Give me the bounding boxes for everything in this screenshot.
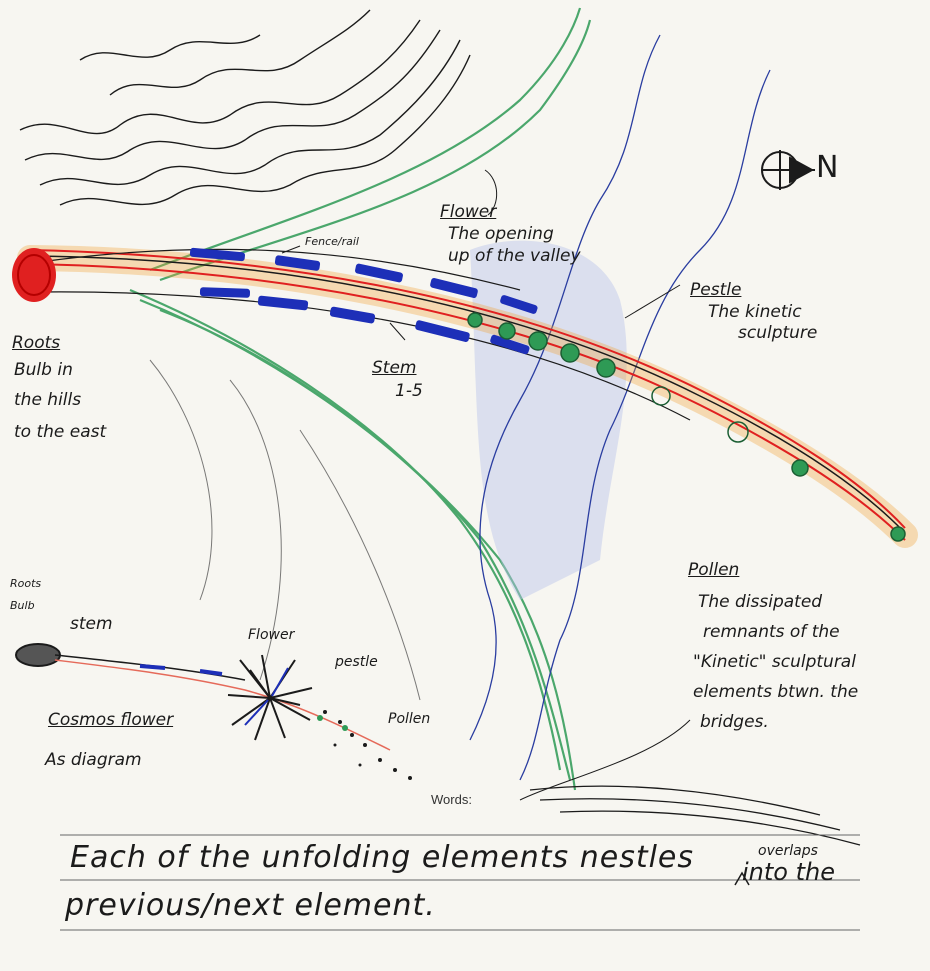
pod (529, 332, 547, 350)
pollen-line-1: The dissipated (698, 594, 822, 612)
diagram-stem-label: stem (70, 616, 113, 634)
flower-line-1: The opening (448, 226, 554, 244)
pestle-heading: Pestle (690, 282, 741, 300)
pale-curves (150, 360, 420, 700)
words-label: Words: (431, 792, 472, 807)
topo-line-5 (110, 10, 370, 95)
fence-label: Fence/rail (305, 236, 359, 248)
roots-line-3: to the east (14, 424, 106, 442)
diagram-pollen-label: Pollen (388, 712, 430, 727)
pollen-heading: Pollen (688, 562, 739, 580)
caption-line-1b: into the (742, 860, 835, 885)
topo-line-4 (60, 55, 470, 205)
overlaps-label: overlaps (758, 844, 818, 859)
stem-heading: Stem (372, 360, 416, 378)
pollen-line-5: bridges. (700, 714, 769, 732)
flower-line-2: up of the valley (448, 248, 581, 266)
stem-black-1 (30, 256, 905, 533)
pod (468, 313, 482, 327)
diagram-bulb-label: Bulb (10, 600, 35, 612)
topo-line-2 (25, 30, 440, 160)
dash (329, 306, 375, 324)
pollen-line-2: remnants of the (703, 624, 840, 642)
caption-line-1a: Each of the unfolding elements nestles (70, 842, 694, 874)
diagram-subtitle: As diagram (45, 752, 142, 770)
red-bulb (12, 248, 56, 302)
topo-line-3 (40, 40, 460, 185)
stem-band (30, 258, 905, 535)
diagram-stem-red (55, 660, 390, 750)
caption-line-2: previous/next element. (65, 890, 436, 922)
topo-line-6 (80, 35, 260, 60)
leader-pestle (625, 285, 680, 318)
roots-heading: Roots (12, 335, 60, 353)
pollen-line-4: elements btwn. the (693, 684, 858, 702)
pod (561, 344, 579, 362)
pestle-line-2: sculpture (738, 325, 817, 343)
overlap-stroke-1 (530, 786, 820, 815)
dash (200, 287, 250, 298)
overlap-strokes (530, 786, 860, 845)
topo-line-1 (20, 20, 420, 134)
diagram-title: Cosmos flower (48, 712, 173, 730)
pod (499, 323, 515, 339)
pollen-line-3: "Kinetic" sculptural (693, 654, 856, 672)
north-arrow-icon (762, 150, 815, 190)
valley-wash (470, 241, 627, 600)
topo-lines (20, 10, 470, 205)
leader-stem (390, 323, 405, 340)
roots-line-2: the hills (14, 392, 81, 410)
pod (891, 527, 905, 541)
flower-heading: Flower (440, 204, 496, 222)
diagram-pestle-label: pestle (335, 655, 378, 670)
north-label: N (816, 152, 839, 184)
diagram-bulb (16, 644, 60, 666)
dash (258, 295, 309, 310)
pale-curve-1 (150, 360, 212, 600)
pod (597, 359, 615, 377)
roots-line-1: Bulb in (14, 362, 73, 380)
stem-number: 1-5 (395, 383, 423, 401)
pestle-line-1: The kinetic (708, 304, 802, 322)
diagram-flower (228, 655, 312, 740)
diagram-roots-label: Roots (10, 578, 41, 590)
diagram-flower-label: Flower (248, 628, 294, 643)
pod (792, 460, 808, 476)
